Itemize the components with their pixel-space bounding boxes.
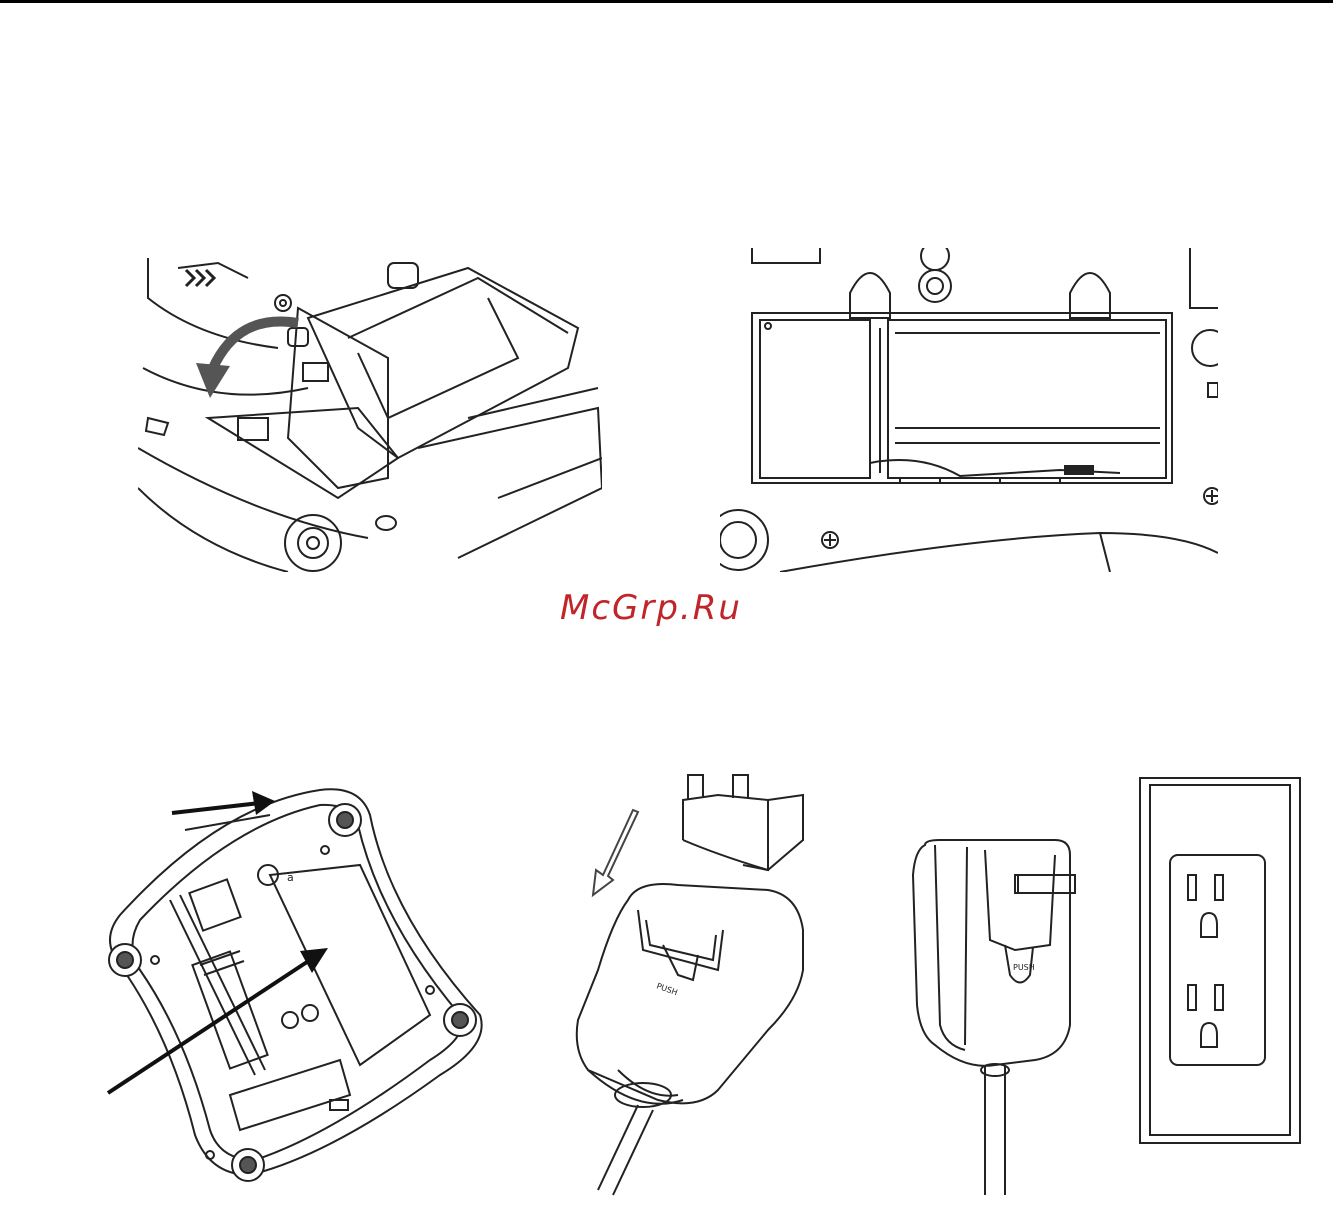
battery-compartment-top-illustration <box>720 248 1218 572</box>
label-a: a <box>287 871 294 884</box>
adapter-plug-attach-illustration: PUSH <box>568 770 813 1210</box>
battery-compartment-top-figure <box>720 248 1218 572</box>
watermark: McGrp.Ru <box>560 584 780 632</box>
push-label: PUSH <box>655 981 679 997</box>
scale-underside-figure: a <box>100 775 500 1195</box>
adapter-wall-outlet-illustration: PUSH <box>905 775 1305 1210</box>
top-rule <box>0 0 1333 3</box>
battery-compartment-open-figure <box>138 258 602 572</box>
push-label-2: PUSH <box>1013 963 1035 972</box>
scale-underside-illustration: a <box>100 775 500 1195</box>
adapter-plug-attach-figure: PUSH <box>568 770 813 1210</box>
battery-compartment-open-illustration <box>138 258 602 572</box>
adapter-wall-outlet-figure: PUSH <box>905 775 1305 1210</box>
